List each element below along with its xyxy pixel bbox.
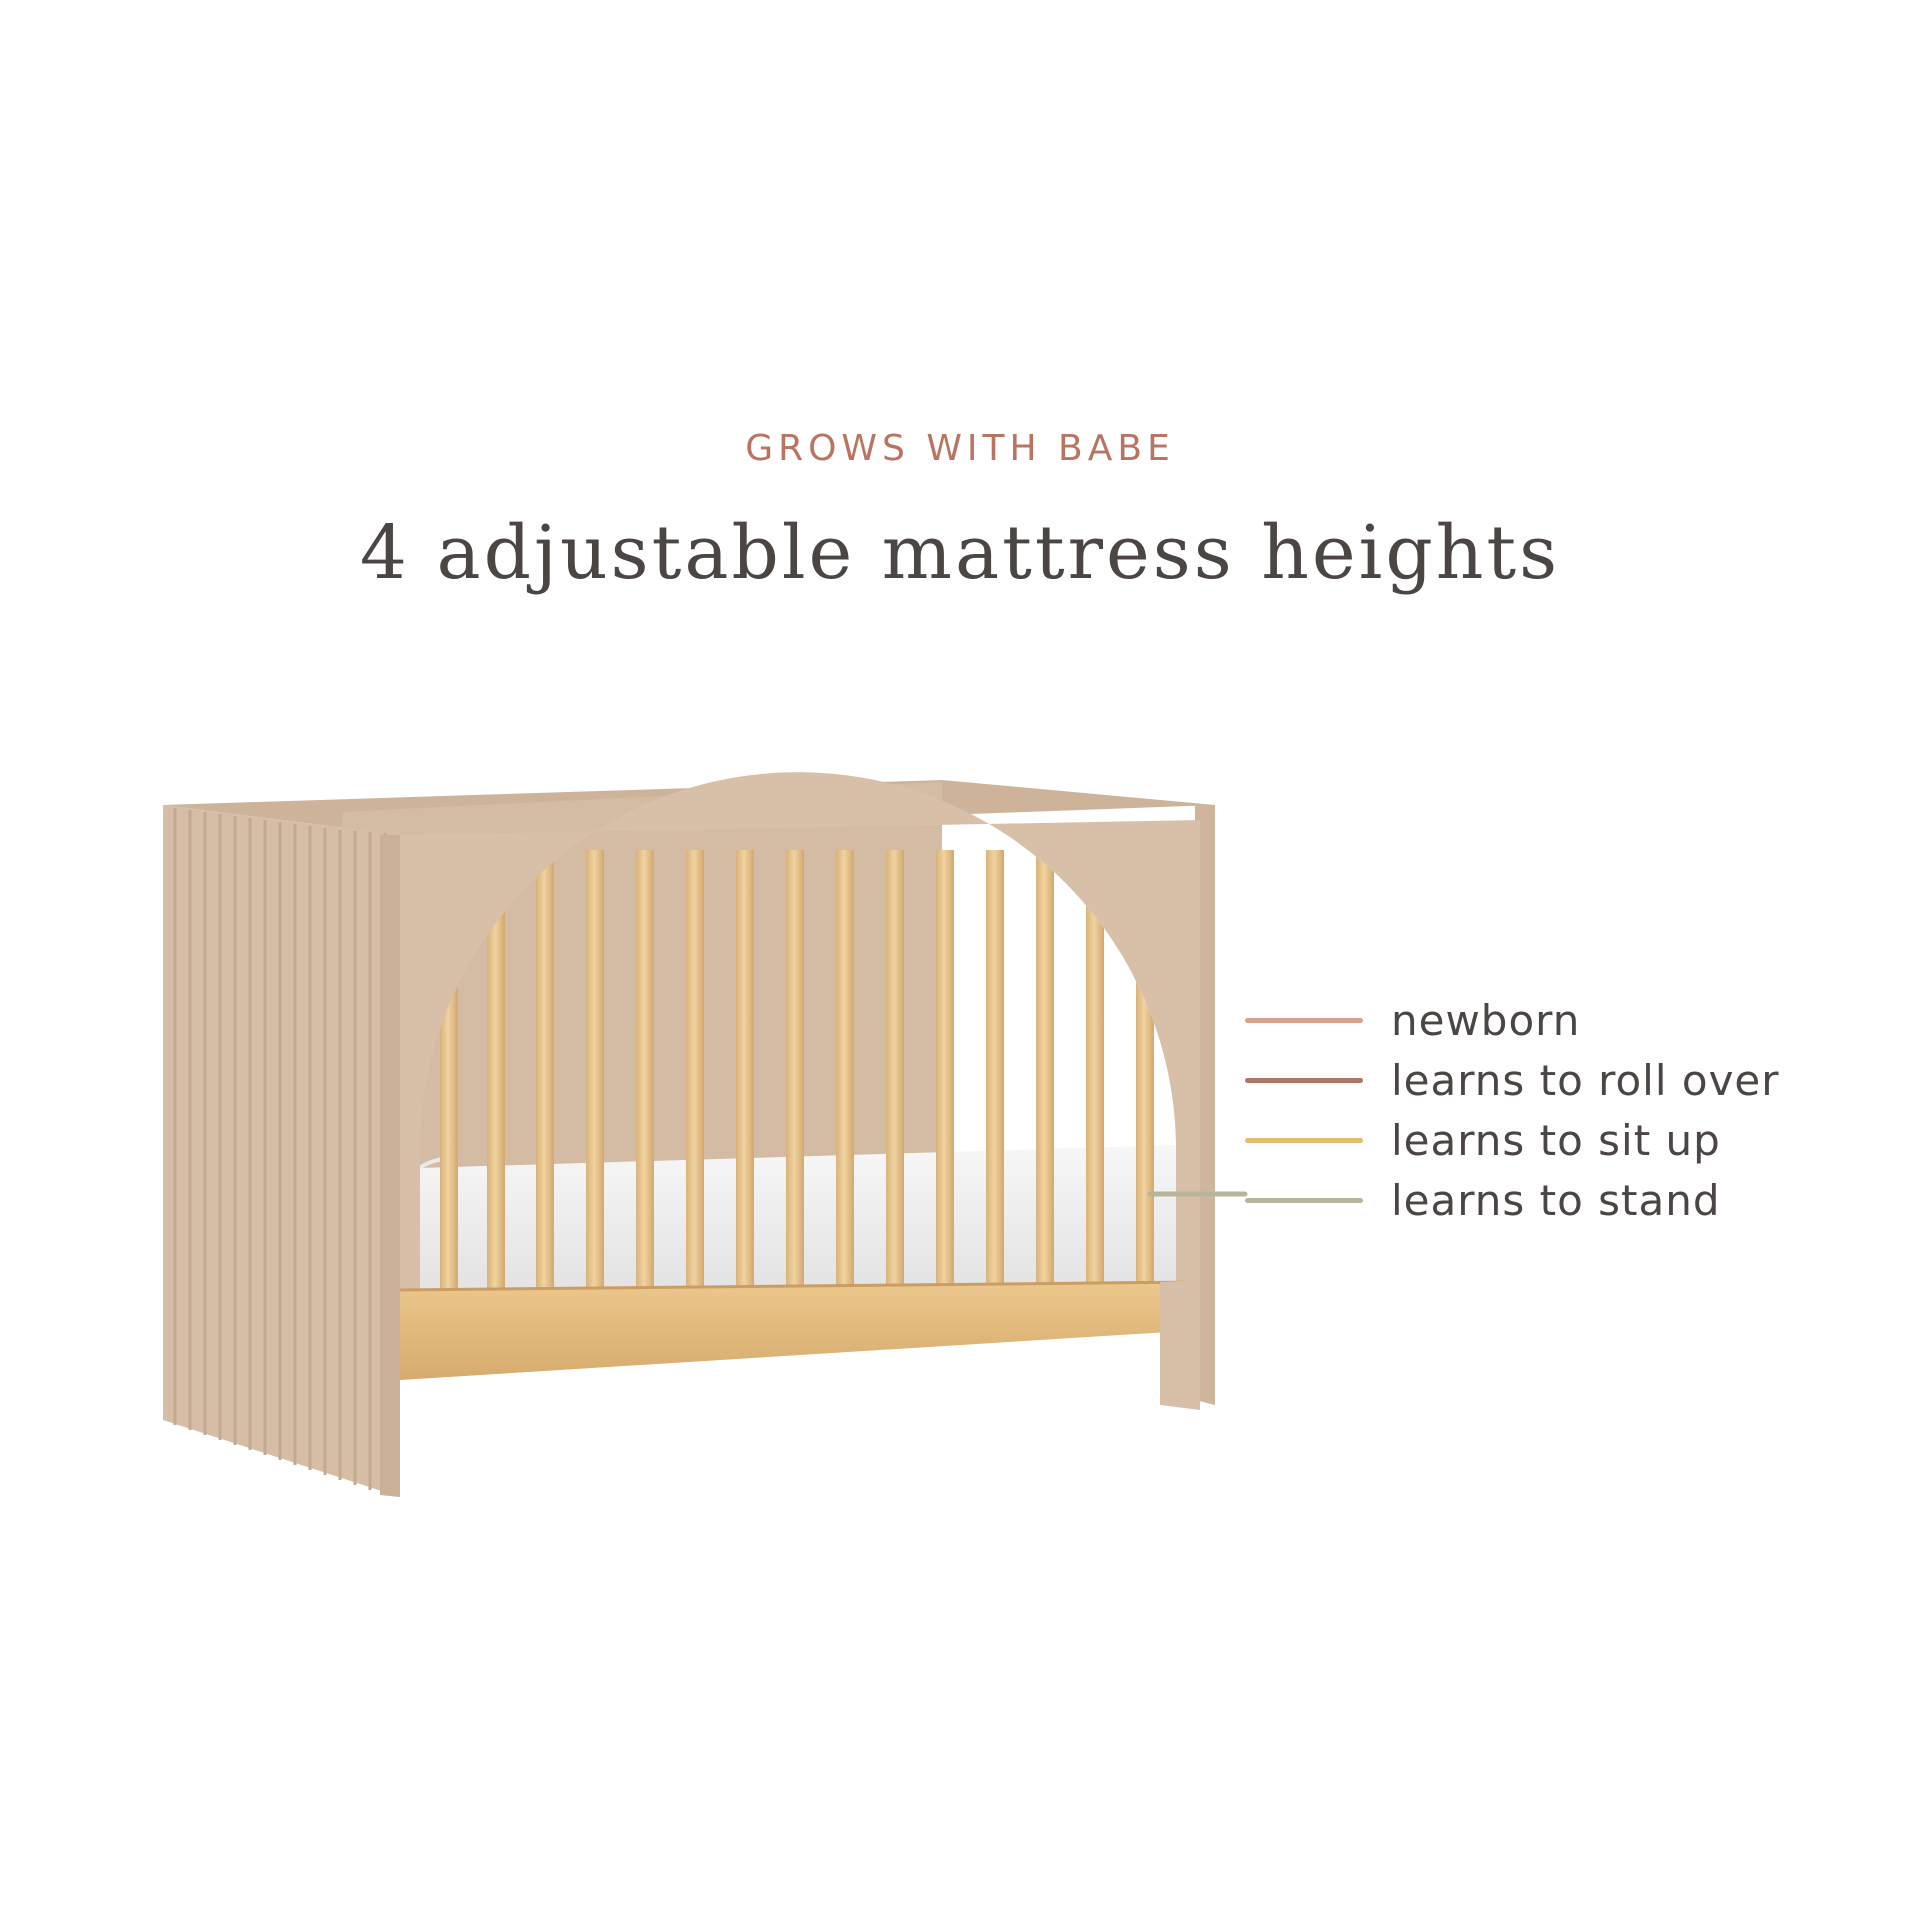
legend-label-roll-over: learns to roll over [1391,1055,1780,1105]
legend-label-stand: learns to stand [1391,1175,1721,1225]
legend-item-roll-over: learns to roll over [1245,1050,1780,1110]
crib-front-left-leg [380,835,400,1497]
legend-item-sit-up: learns to sit up [1245,1110,1721,1170]
legend-item-stand: learns to stand [1245,1170,1721,1230]
crib-slats [440,850,1154,1290]
legend-line-stand [1245,1197,1363,1203]
legend-line-sit-up [1245,1137,1363,1143]
legend-line-roll-over [1245,1077,1363,1083]
eyebrow-label: GROWS WITH BABE [745,428,1175,469]
legend-label-sit-up: learns to sit up [1391,1115,1721,1165]
page-title: 4 adjustable mattress heights [359,510,1561,596]
legend-label-newborn: newborn [1391,995,1581,1045]
crib-front-right-leg [1160,1280,1200,1410]
crib-left-flutes [173,808,387,1494]
crib-bottom-rail [400,1282,1200,1380]
crib-front-panel [400,772,1200,1290]
legend-item-newborn: newborn [1245,990,1580,1050]
legend-line-newborn [1245,1017,1363,1023]
